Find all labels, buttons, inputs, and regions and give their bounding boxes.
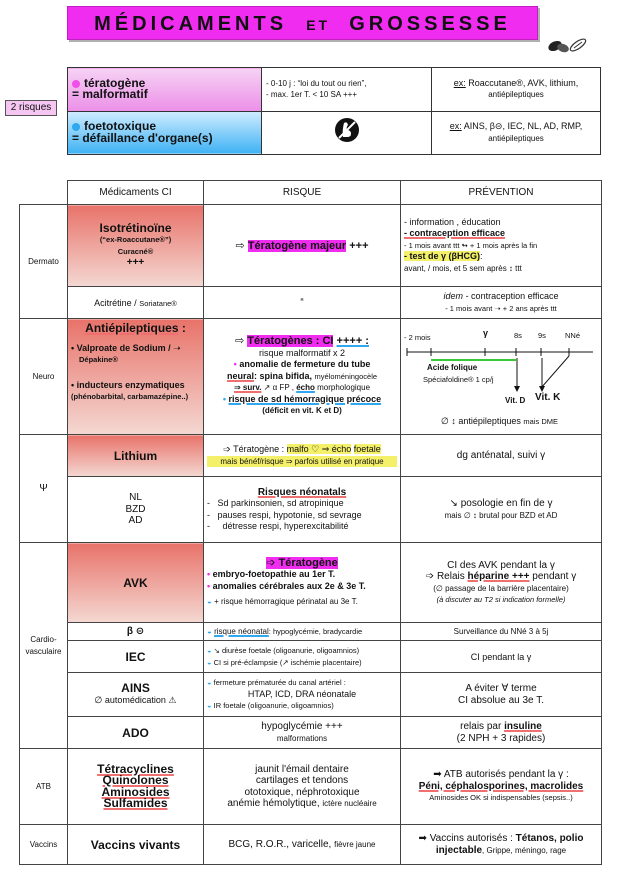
category-cardio: Cardio- vasculaire: [19, 542, 68, 749]
pregnancy-icon-cell: [261, 110, 432, 155]
drug-ains: AINS ∅ automédication ⚠: [67, 672, 204, 717]
drug-vaccins: Vaccins vivants: [67, 824, 204, 865]
bullet-icon: [72, 123, 80, 132]
drug-iec: IEC: [67, 640, 204, 673]
risk-foetotoxique-examples: ex: AINS, β⊝, IEC, NL, AD, RMP, antiépil…: [431, 110, 601, 155]
category-neuro: Neuro: [19, 318, 68, 435]
table-row: Ψ Lithium ➩ Tératogène : malfo ♡ ⇒ écho …: [19, 434, 602, 543]
prevention-iec: CI pendant la γ: [400, 640, 602, 673]
header-prevention: PRÉVENTION: [400, 180, 602, 205]
risk-ado: hypoglycémie +++ malformations: [203, 716, 401, 749]
timeline-8: 8s: [514, 330, 522, 340]
category-vaccins: Vaccins: [19, 824, 68, 865]
table-row: Cardio- vasculaire AVK ➩ Tératogène • em…: [19, 542, 602, 749]
risk-table: tératogène = malformatif - 0-10 j : “loi…: [67, 67, 601, 155]
neuro-prevention: ∅ ↕ antiépileptiques mais DME: [441, 415, 558, 426]
drug-isotretinoine: Isotrétinoïne (“ex-Roaccutane®”) Curacné…: [67, 204, 204, 287]
drug-atb: Tétracyclines Quinolones Aminosides Sulf…: [67, 748, 204, 825]
pills-icon: [548, 38, 587, 53]
table-row: β ⊝ ◒ risque néonatal: hypoglycémie, bra…: [20, 622, 602, 641]
prevention-lithium: dg anténatal, suivi γ: [400, 434, 602, 477]
risk-iec: ◒ ↘ diurèse foetale (oligoanurie, oligoa…: [203, 640, 401, 673]
table-row: Dermato Isotrétinoïne (“ex-Roaccutane®”)…: [19, 204, 602, 319]
header-risk: RISQUE: [203, 180, 401, 205]
drug-beta-bloquants: β ⊝: [67, 622, 204, 641]
warning-icon: ∅ automédication ⚠: [94, 694, 177, 705]
table-row: NL BZD AD Risques néonatals - Sd parkins…: [20, 476, 602, 543]
acide-folique: Acide folique: [427, 362, 478, 372]
drug-nl-bzd-ad: NL BZD AD: [67, 476, 204, 543]
risk-teratogene: tératogène = malformatif: [67, 67, 262, 112]
drugs-table: Médicaments CI RISQUE PRÉVENTION Dermato…: [19, 180, 602, 865]
prevention-antiepileptiques: - 2 mois γ 8s 9s NNé: [400, 318, 602, 435]
risk-acitretine: “: [203, 286, 401, 319]
prevention-neonatal: ↘ posologie en fin de γ mais ∅ ↕ brutal …: [400, 476, 602, 543]
timeline-start: - 2 mois: [404, 332, 431, 342]
risk-ains: ◒ fermeture prématurée du canal artériel…: [203, 672, 401, 717]
risk-foetotoxique: foetotoxique = défaillance d'organe(s): [67, 110, 262, 155]
risk-teratogene-info: - 0-10 j : “loi du tout ou rien”, - max.…: [261, 67, 432, 112]
table-row: Neuro Antiépileptiques : • Valproate de …: [19, 318, 602, 435]
drug-ado: ADO: [67, 716, 204, 749]
page-title: MÉDICAMENTS ET GROSSESSE: [67, 6, 538, 40]
risks-count-tag: 2 risques: [5, 100, 57, 116]
pregnancy-icon: [334, 118, 359, 143]
speciafoldine: Spéciafoldine® 1 cp/j: [423, 374, 494, 384]
timeline-diagram: [406, 347, 593, 392]
risk-avk: ➩ Tératogène • embryo-foetopathie au 1er…: [203, 542, 401, 623]
bullet-icon: [72, 79, 80, 88]
category-atb: ATB: [19, 748, 68, 825]
category-psy: Ψ: [19, 434, 68, 543]
table-row: ATB Tétracyclines Quinolones Aminosides …: [19, 748, 602, 825]
drug-avk: AVK: [67, 542, 204, 623]
table-row: IEC ◒ ↘ diurèse foetale (oligoanurie, ol…: [20, 640, 602, 673]
risk-vaccins: BCG, R.O.R., varicelle, fièvre jaune: [203, 824, 401, 865]
drug-lithium: Lithium: [67, 434, 204, 477]
category-dermato: Dermato: [19, 204, 68, 319]
timeline-9: 9s: [538, 330, 546, 340]
risk-lithium: ➩ Tératogène : malfo ♡ ⇒ écho foetale ma…: [203, 434, 401, 477]
prevention-avk: CI des AVK pendant la γ ➩ Relais héparin…: [400, 542, 602, 623]
table-row: AINS ∅ automédication ⚠ ◒ fermeture prém…: [20, 672, 602, 717]
table-row: Vaccins Vaccins vivants BCG, R.O.R., var…: [19, 824, 602, 865]
prevention-ado: relais par insuline (2 NPH + 3 rapides): [400, 716, 602, 749]
prevention-beta: Surveillance du NNé 3 à 5j: [400, 622, 602, 641]
table-header: Médicaments CI RISQUE PRÉVENTION: [20, 180, 602, 205]
risk-teratogene-examples: ex: Roaccutane®, AVK, lithium, antiépile…: [431, 67, 601, 112]
table-row: ADO hypoglycémie +++ malformations relai…: [20, 716, 602, 749]
risk-antiepileptiques: ⇨ Tératogènes : CI ++++ : risque malform…: [203, 318, 401, 435]
risk-atb: jaunit l'émail dentaire cartilages et te…: [203, 748, 401, 825]
prevention-acitretine: idem - contraception efficace - 1 mois a…: [400, 286, 602, 319]
risk-neonatal: Risques néonatals - Sd parkinsonien, sd …: [203, 476, 401, 543]
timeline-gamma: γ: [483, 327, 489, 338]
prevention-atb: ➡ ATB autorisés pendant la γ : Péni, cép…: [400, 748, 602, 825]
vit-d: Vit. D: [505, 395, 526, 405]
risk-beta: ◒ risque néonatal: hypoglycémie, bradyca…: [203, 622, 401, 641]
vit-k: Vit. K: [535, 391, 561, 403]
prevention-ains: A éviter ∀ terme CI absolue au 3e T.: [400, 672, 602, 717]
drug-antiepileptiques: Antiépileptiques : • Valproate de Sodium…: [67, 318, 204, 435]
prevention-vaccins: ➡ Vaccins autorisés : Tétanos, polio inj…: [400, 824, 602, 865]
risk-isotretinoine: ⇨ Tératogène majeur +++: [203, 204, 401, 287]
header-drugs: Médicaments CI: [67, 180, 204, 205]
timeline-nne: NNé: [565, 330, 581, 340]
table-row: Acitrétine / Soriatane® “ idem - contrac…: [20, 286, 602, 319]
prevention-isotretinoine: - information , éducation - contraceptio…: [400, 204, 602, 287]
drug-acitretine: Acitrétine / Soriatane®: [67, 286, 204, 319]
